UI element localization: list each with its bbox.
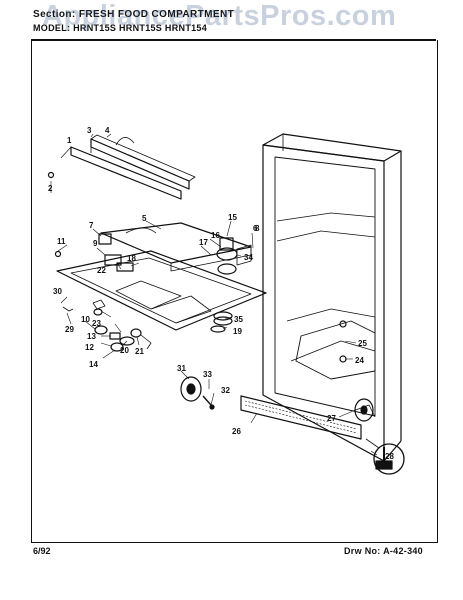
callout-12: 12 [85, 343, 94, 352]
callout-19: 19 [233, 327, 242, 336]
roller-assembly [352, 398, 376, 422]
watermark-logo: AppliancePartsPros.com [42, 0, 397, 32]
callout-31: 31 [177, 364, 186, 373]
callout-8-side: 8 [255, 224, 260, 233]
revision-date: 6/92 [33, 546, 51, 556]
callout-4: 4 [105, 126, 110, 135]
callout-13: 13 [87, 332, 96, 341]
callout-10: 10 [81, 315, 90, 324]
callout-26: 26 [232, 427, 241, 436]
callout-17: 17 [199, 238, 208, 247]
callout-34: 34 [244, 253, 253, 262]
callout-23: 23 [92, 319, 101, 328]
callout-33: 33 [203, 370, 212, 379]
callout-20: 20 [120, 346, 129, 355]
exploded-view-drawing: 1 2 3 4 5 6 7 8 9 10 11 12 13 14 15 16 1… [47, 126, 405, 475]
frame-top-rule [31, 39, 436, 41]
callout-22: 22 [97, 266, 106, 275]
callout-15: 15 [228, 213, 237, 222]
callout-2: 2 [48, 184, 53, 193]
callout-27: 27 [327, 414, 336, 423]
callout-14: 14 [89, 360, 98, 369]
base-grille [240, 395, 362, 440]
callout-28: 28 [385, 452, 394, 461]
callout-6: 6 [253, 224, 258, 233]
callout-3: 3 [87, 126, 92, 135]
callout-18: 18 [127, 254, 136, 263]
diagram-frame [31, 40, 438, 543]
callout-5: 5 [142, 214, 147, 223]
section-title: Section: FRESH FOOD COMPARTMENT [33, 9, 235, 20]
cabinet-liner [262, 133, 402, 462]
callout-9: 9 [93, 239, 98, 248]
drawing-number: Drw No: A-42-340 [344, 546, 423, 556]
callout-35: 35 [234, 315, 243, 324]
leveling-leg [365, 438, 405, 475]
leader-lines [50, 133, 378, 456]
top-channel [90, 134, 196, 190]
callout-16: 16 [211, 231, 220, 240]
callout-24: 24 [355, 356, 364, 365]
callout-32: 32 [221, 386, 230, 395]
component-parts [47, 171, 347, 410]
callout-21: 21 [135, 347, 144, 356]
callout-29: 29 [65, 325, 74, 334]
callout-labels: 1 2 3 4 5 6 7 8 9 10 11 12 13 14 15 16 1… [48, 126, 394, 461]
callout-30: 30 [53, 287, 62, 296]
model-list: MODEL: HRNT15S HRNT15S HRNT154 [33, 23, 208, 33]
callout-25: 25 [358, 339, 367, 348]
callout-11: 11 [57, 237, 66, 246]
callout-1: 1 [67, 136, 72, 145]
callout-7: 7 [89, 221, 94, 230]
